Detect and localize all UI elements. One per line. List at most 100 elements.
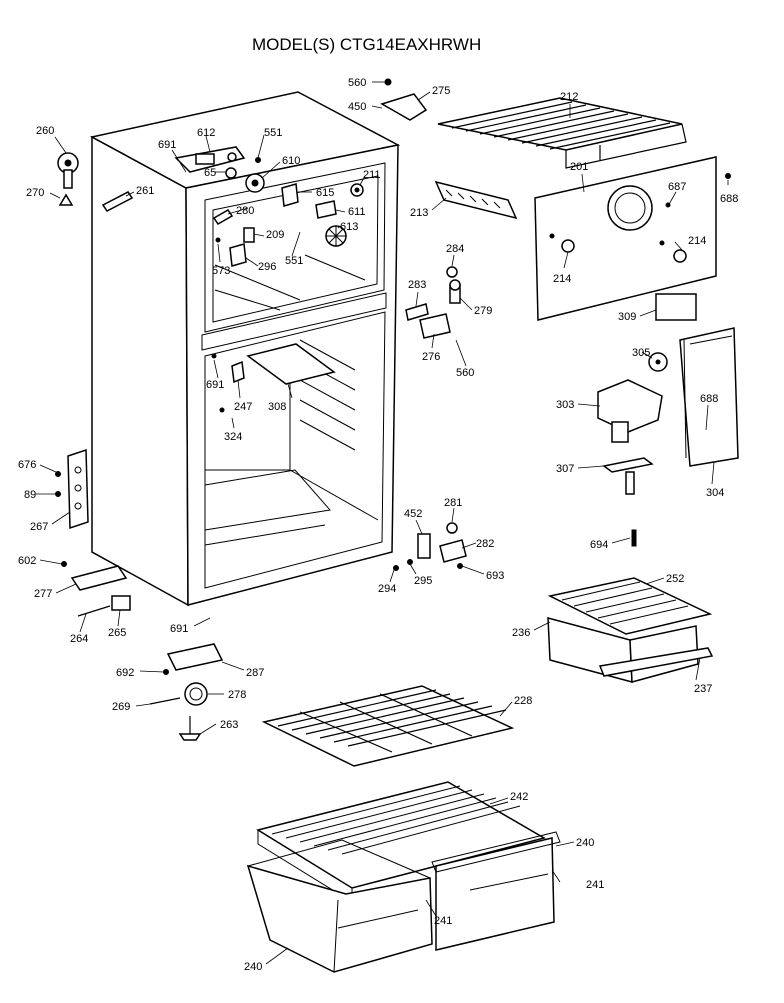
callout-240-b: 240 [244,961,262,973]
callout-688-b: 688 [700,393,718,405]
part-247 [231,360,245,384]
part-276 [419,313,451,339]
callout-613: 613 [340,221,358,233]
part-279 [449,279,461,304]
part-278 [184,682,208,706]
callout-267: 267 [30,521,48,533]
callout-261: 261 [136,185,154,197]
callout-693: 693 [486,570,504,582]
callout-281: 281 [444,497,462,509]
callout-692: 692 [116,667,134,679]
part-211 [350,183,364,197]
callout-611: 611 [348,206,366,218]
callout-labels: 560 275 450 212 260 612 691 551 610 270 … [18,77,738,973]
part-694 [631,529,637,547]
callout-228: 228 [514,695,532,707]
part-240-right [431,831,561,951]
callout-602: 602 [18,555,36,567]
callout-305: 305 [632,347,650,359]
callout-209: 209 [266,229,284,241]
part-602 [61,561,67,567]
callout-308: 308 [268,401,286,413]
callout-560-b: 560 [456,367,474,379]
part-610 [245,173,265,193]
part-212-shelf [437,97,687,169]
part-89 [55,491,61,497]
callout-276: 276 [422,351,440,363]
part-209 [243,227,255,243]
part-304 [679,327,739,467]
callout-247: 247 [234,401,252,413]
part-287 [166,643,224,671]
part-267-hinge [67,448,89,530]
part-308 [246,343,336,385]
part-688-screw-top [725,173,731,179]
callout-324: 324 [224,431,242,443]
part-284 [446,266,458,278]
callout-296: 296 [258,261,276,273]
callout-214-a: 214 [688,235,706,247]
part-264-265 [77,595,131,617]
part-269 [149,697,181,705]
callout-89: 89 [24,489,36,501]
callout-214-b: 214 [553,273,571,285]
part-260 [57,152,79,189]
callout-287: 287 [246,667,264,679]
callout-610: 610 [282,155,300,167]
callout-676: 676 [18,459,36,471]
part-270 [58,193,74,206]
callout-551-b: 551 [285,255,303,267]
part-303 [597,379,663,443]
callout-450: 450 [348,101,366,113]
callout-240-a: 240 [576,837,594,849]
part-65 [225,167,237,179]
part-201-panel [534,156,717,321]
callout-201: 201 [570,161,588,173]
part-692 [163,669,169,675]
part-283 [405,303,429,321]
part-611 [315,200,337,219]
part-263 [178,716,202,741]
cabinet [89,91,401,607]
callout-252: 252 [666,573,684,585]
callout-237: 237 [694,683,712,695]
callout-307: 307 [556,463,574,475]
part-324 [219,407,225,413]
callout-309: 309 [618,311,636,323]
part-242-shelf [256,781,546,903]
part-240-left [246,839,433,973]
callout-282: 282 [476,538,494,550]
callout-280: 280 [236,205,254,217]
callout-212: 212 [560,91,578,103]
part-305 [648,352,668,372]
part-252 [547,577,713,635]
callout-694: 694 [590,539,608,551]
callout-283: 283 [408,279,426,291]
part-307 [602,457,654,495]
callout-551: 551 [264,127,282,139]
callout-612: 612 [197,127,215,139]
callout-269: 269 [112,701,130,713]
part-295 [407,559,413,565]
part-309 [655,293,697,321]
callout-213: 213 [410,207,428,219]
callout-211: 211 [363,169,381,181]
part-296 [229,243,247,267]
callout-264: 264 [70,633,88,645]
callout-284: 284 [446,243,464,255]
callout-303: 303 [556,399,574,411]
part-573 [215,237,221,243]
callout-275: 275 [432,85,450,97]
callout-560: 560 [348,77,366,89]
part-613 [325,225,347,247]
part-693 [457,563,463,569]
part-612 [174,146,246,173]
callout-241-a: 241 [586,879,604,891]
callout-242: 242 [510,791,528,803]
part-281 [446,522,458,534]
callout-236: 236 [512,627,530,639]
callout-65: 65 [204,167,216,179]
part-282 [439,539,467,563]
callout-263: 263 [220,719,238,731]
diagram-title: MODEL(S) CTG14EAXHRWH [252,35,481,54]
